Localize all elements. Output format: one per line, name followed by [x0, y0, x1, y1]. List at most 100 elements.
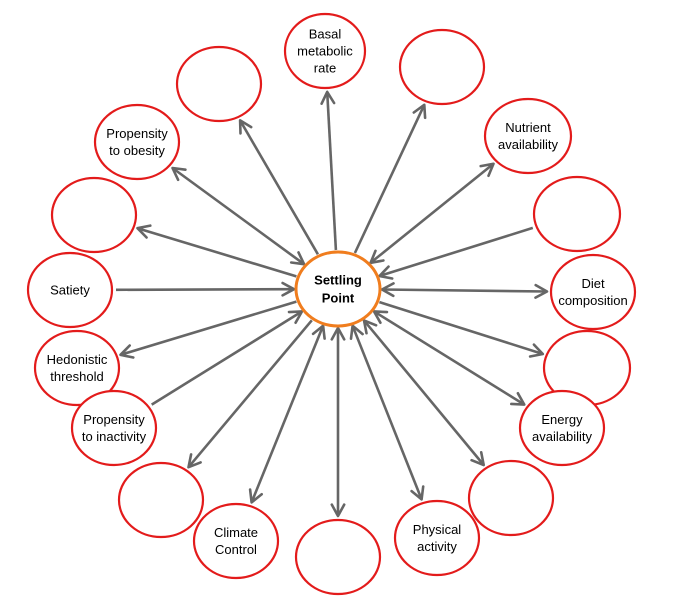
node-ellipse: [117, 461, 205, 539]
node-label-line-1: Physical: [413, 522, 462, 537]
arrow-empty-right-middle: [379, 300, 545, 358]
node-ellipse: [398, 28, 486, 106]
node-satiety: Satiety: [26, 251, 114, 329]
arrowhead-outer: [410, 485, 425, 501]
arrow-climate-control: [248, 324, 326, 504]
node-empty-top-right: [398, 28, 486, 106]
node-ellipse: [93, 103, 181, 181]
center-label-line-2: Point: [322, 291, 355, 306]
arrow-line: [373, 310, 525, 406]
node-ellipse: [549, 253, 637, 331]
arrows-layer: [115, 90, 549, 518]
node-label-line-2: activity: [417, 539, 457, 554]
arrowhead-center: [349, 324, 364, 340]
arrowhead-outer: [187, 453, 202, 469]
node-label-line-1: Basal: [309, 27, 342, 42]
arrowhead-center: [289, 251, 306, 266]
node-empty-bottom-left: [117, 461, 205, 539]
node-ellipse: [483, 97, 573, 175]
node-ellipse: [70, 389, 158, 467]
node-label-line-2: threshold: [50, 369, 103, 384]
arrow-line: [137, 226, 297, 278]
node-ellipse: [26, 251, 114, 329]
node-label-line-1: Propensity: [83, 412, 145, 427]
node-label-line-1: Hedonistic: [47, 352, 108, 367]
node-label-line-3: rate: [314, 61, 336, 76]
arrowhead-center: [287, 310, 304, 324]
arrowhead-outer: [171, 166, 187, 182]
node-physical-activity: Physical activity: [393, 499, 481, 577]
arrow-line: [325, 91, 338, 251]
arrowhead-outer: [136, 224, 152, 239]
arrow-line: [187, 319, 313, 469]
center-ellipse: [294, 250, 382, 328]
arrow-empty-bottom-left: [187, 319, 313, 469]
node-label-line-2: to inactivity: [82, 429, 147, 444]
arrowhead-outer: [510, 392, 526, 406]
node-label-line-1: Propensity: [106, 126, 168, 141]
node-label-line-2: metabolic: [297, 44, 353, 59]
arrow-nutrient-availability: [369, 162, 495, 265]
node-label-line-1: Satiety: [50, 283, 90, 298]
arrow-satiety: [115, 281, 296, 297]
node-empty-left-upper: [50, 176, 138, 254]
node-ellipse: [518, 389, 606, 467]
node-label-line-2: availability: [532, 429, 592, 444]
arrowhead-outer: [320, 90, 336, 105]
arrowhead-center: [369, 249, 385, 265]
node-label-line-2: composition: [558, 293, 627, 308]
arrow-line: [362, 319, 485, 466]
arrow-line: [379, 300, 544, 356]
center-label-line-1: Settling: [314, 273, 362, 288]
node-label-line-2: to obesity: [109, 143, 165, 158]
node-propensity-to-obesity: Propensity to obesity: [93, 103, 181, 181]
node-empty-bottom-right: [467, 459, 555, 537]
node-ellipse: [294, 518, 382, 596]
node-ellipse: [393, 499, 481, 577]
node-ellipse: [33, 329, 121, 407]
node-ellipse: [283, 12, 367, 90]
arrowhead-outer: [528, 343, 545, 358]
arrow-empty-top-left: [238, 119, 320, 255]
arrow-empty-bottom-right: [362, 319, 485, 467]
arrowhead-outer: [248, 488, 263, 504]
node-ellipse: [175, 45, 263, 123]
arrowhead-outer: [119, 344, 135, 359]
arrow-energy-availability: [372, 310, 526, 406]
arrowhead-center: [281, 281, 296, 297]
node-ellipse: [192, 502, 280, 580]
arrowhead-center: [311, 324, 326, 340]
arrowhead-outer: [412, 103, 427, 120]
arrow-line: [369, 162, 495, 264]
arrow-line: [353, 104, 426, 254]
arrow-basal-metabolic-rate: [320, 90, 338, 251]
arrow-line: [115, 287, 295, 292]
arrow-empty-left-upper: [136, 224, 297, 278]
node-hedonistic-threshold: Hedonistic threshold: [33, 329, 121, 407]
arrow-line: [151, 310, 303, 406]
node-label-line-1: Nutrient: [505, 120, 551, 135]
arrow-line: [171, 166, 305, 266]
node-ellipse: [50, 176, 138, 254]
arrow-propensity-to-inactivity: [151, 310, 304, 406]
node-label-line-2: Control: [215, 542, 257, 557]
node-ellipse: [532, 175, 622, 253]
arrow-physical-activity: [349, 324, 425, 501]
node-empty-top-left: [175, 45, 263, 123]
node-empty-bottom: [294, 518, 382, 596]
node-label-line-1: Climate: [214, 525, 258, 540]
node-ellipse: [467, 459, 555, 537]
arrow-line: [120, 300, 297, 357]
node-basal-metabolic-rate: Basal metabolic rate: [283, 12, 367, 90]
arrow-empty-top-right: [353, 103, 427, 254]
arrow-hedonistic-threshold: [119, 300, 297, 359]
arrowhead-center: [372, 310, 389, 324]
arrow-diet-composition: [380, 282, 549, 299]
arrowhead-outer: [479, 162, 495, 178]
